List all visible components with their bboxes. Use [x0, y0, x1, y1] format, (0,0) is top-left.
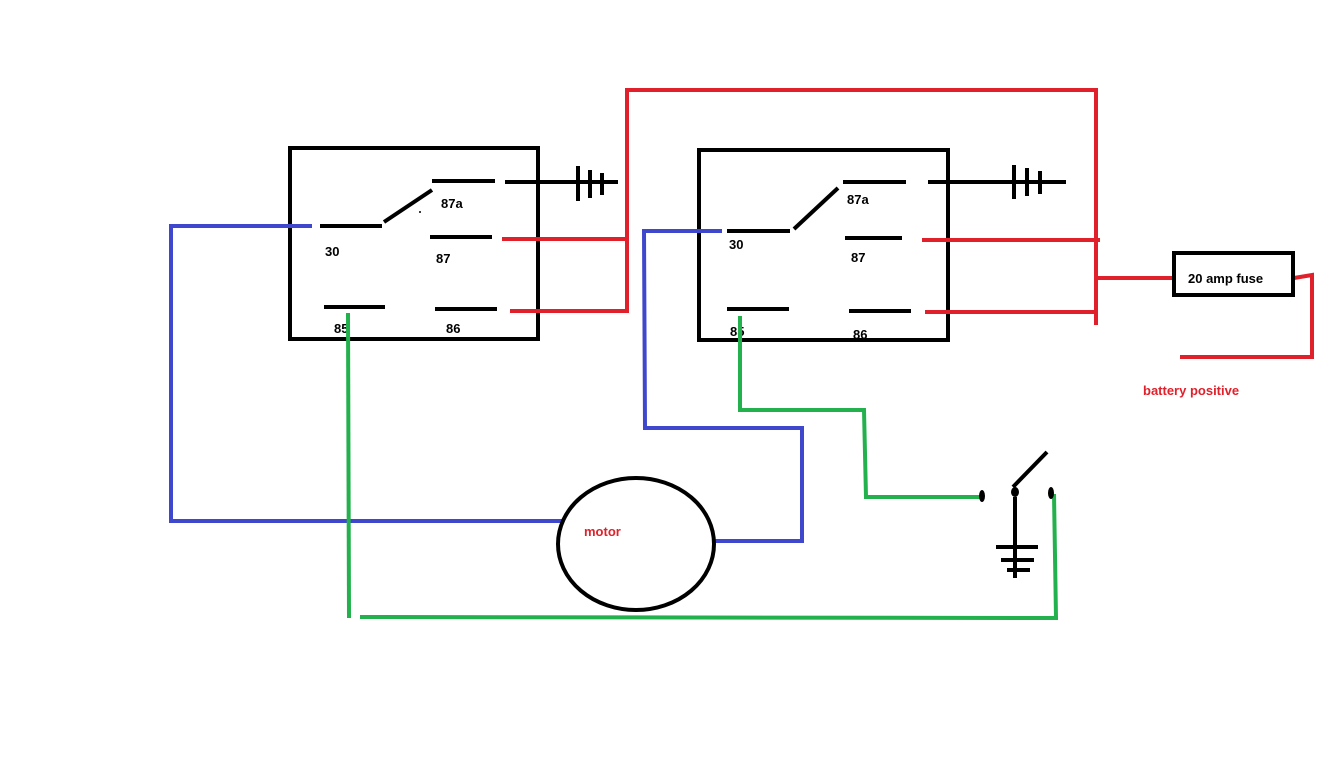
relay-left-label-85: 85 — [334, 321, 348, 336]
fuse: 20 amp fuse — [1172, 251, 1295, 297]
wire-switch-return — [359, 493, 1059, 621]
relay-left-box — [288, 146, 540, 341]
wire-left-30-to-motor — [169, 224, 563, 523]
relay-right-label-87a: 87a — [847, 192, 869, 207]
switch-icon — [979, 450, 1054, 502]
ground-icon — [505, 166, 618, 201]
relay-right-label-86: 86 — [853, 327, 867, 342]
motor-wires — [169, 224, 804, 543]
fuse-box — [1172, 251, 1295, 297]
relay-right-label-30: 30 — [729, 237, 743, 252]
wire-left-86 — [510, 88, 1098, 325]
relay-right-box — [697, 148, 950, 342]
relay-right: 87a 30 87 85 86 — [697, 148, 1066, 342]
power-wires — [502, 88, 1314, 359]
wire-right-30-to-motor — [641, 229, 804, 543]
motor: motor — [556, 476, 716, 612]
relay-left-label-30: 30 — [325, 244, 339, 259]
relay-right-switch-arm — [792, 186, 840, 231]
relay-left-dot — [419, 211, 421, 213]
motor-circle — [556, 476, 716, 612]
relay-left-switch-arm — [382, 188, 434, 224]
ground-icon — [996, 497, 1038, 578]
battery-positive-label: battery positive — [1143, 383, 1239, 398]
wire-fuse-to-battery — [1180, 272, 1314, 359]
relay-left: 87a 30 87 85 86 — [288, 146, 618, 341]
wire-right-85 — [738, 316, 980, 499]
wire-left-85 — [346, 312, 351, 619]
relay-right-label-85: 85 — [730, 324, 744, 339]
relay-right-label-87: 87 — [851, 250, 865, 265]
relay-left-label-87a: 87a — [441, 196, 463, 211]
motor-label: motor — [584, 524, 621, 539]
relay-left-label-87: 87 — [436, 251, 450, 266]
relay-left-label-86: 86 — [446, 321, 460, 336]
fuse-label: 20 amp fuse — [1188, 271, 1263, 286]
ground-icon — [928, 165, 1066, 199]
trigger-wires — [346, 312, 1059, 621]
